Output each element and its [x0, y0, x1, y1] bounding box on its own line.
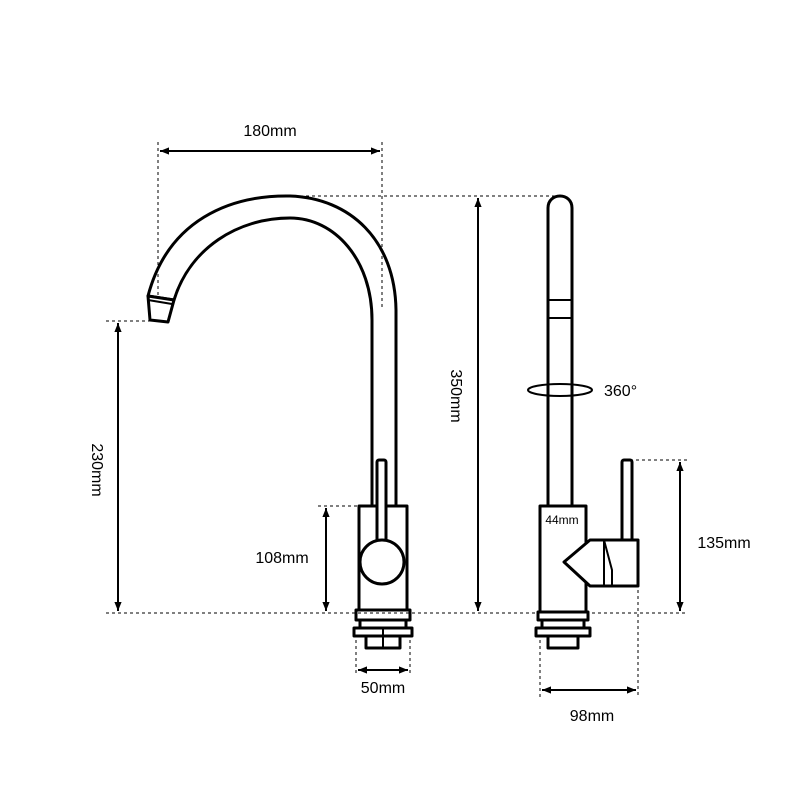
side-view	[527, 194, 640, 650]
label-base-width: 50mm	[361, 680, 405, 697]
side-handle-block	[562, 538, 640, 588]
front-spout	[146, 194, 398, 512]
label-total-height: 350mm	[447, 369, 464, 422]
front-view	[146, 194, 414, 650]
front-handle-knob	[358, 538, 406, 586]
side-body	[538, 504, 588, 614]
label-spout-height: 230mm	[88, 443, 105, 496]
side-spout-column	[546, 194, 574, 512]
label-body-depth: 98mm	[570, 708, 614, 725]
label-body-height: 108mm	[255, 550, 308, 567]
rotation-indicator	[527, 383, 593, 397]
side-handle-lever	[620, 458, 634, 544]
dimension-arrows	[114, 147, 684, 694]
extension-lines	[106, 142, 688, 698]
label-spout-reach: 180mm	[243, 123, 296, 140]
label-body-diameter: 44mm	[545, 513, 578, 527]
dimension-labels: 180mm 230mm 350mm 108mm 50mm 44mm 360° 1…	[88, 123, 751, 725]
label-rotation: 360°	[604, 383, 637, 400]
side-base-shank	[546, 634, 580, 650]
label-handle-height: 135mm	[697, 535, 750, 552]
